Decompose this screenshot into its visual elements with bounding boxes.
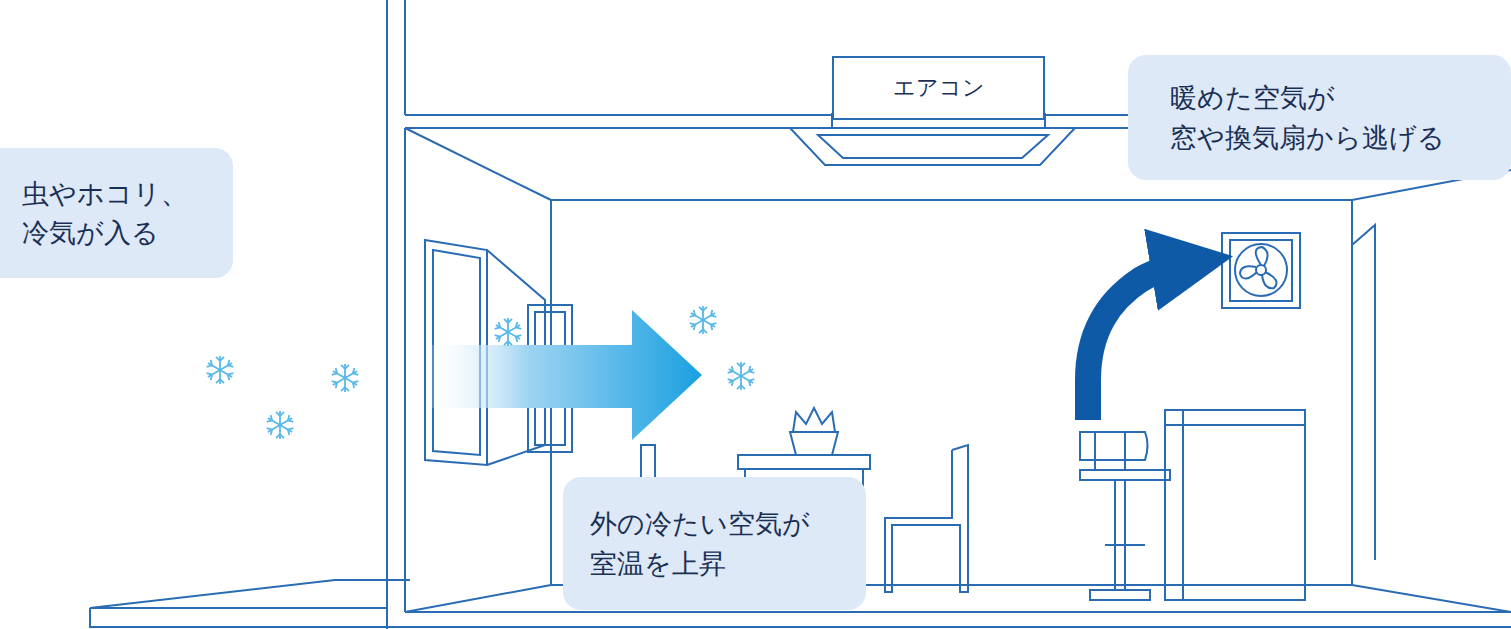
building-lines [90, 0, 1511, 629]
callout-text: 外の冷たい空気が 室温を上昇 [590, 504, 840, 582]
callout-text: 暖めた空気が 窓や換気扇から逃げる [1170, 78, 1470, 156]
snowflake [207, 356, 234, 384]
snowflake [267, 411, 294, 439]
warm-air-arrow [1088, 263, 1192, 420]
cold-air-arrow [432, 310, 702, 440]
unit-label: エアコン [893, 72, 985, 104]
snowflake [495, 318, 522, 346]
snowflake [332, 364, 359, 392]
snowflake [728, 362, 755, 390]
callout-box: 虫やホコリ、 冷気が入る [0, 148, 233, 278]
callout-box: 外の冷たい空気が 室温を上昇 [563, 477, 866, 610]
snowflakes [207, 306, 755, 439]
callout-text: 虫やホコリ、 冷気が入る [2, 174, 212, 252]
snowflake [690, 306, 717, 334]
aircon-unit: エアコン [832, 56, 1045, 120]
callout-box: 暖めた空気が 窓や換気扇から逃げる [1128, 55, 1511, 180]
